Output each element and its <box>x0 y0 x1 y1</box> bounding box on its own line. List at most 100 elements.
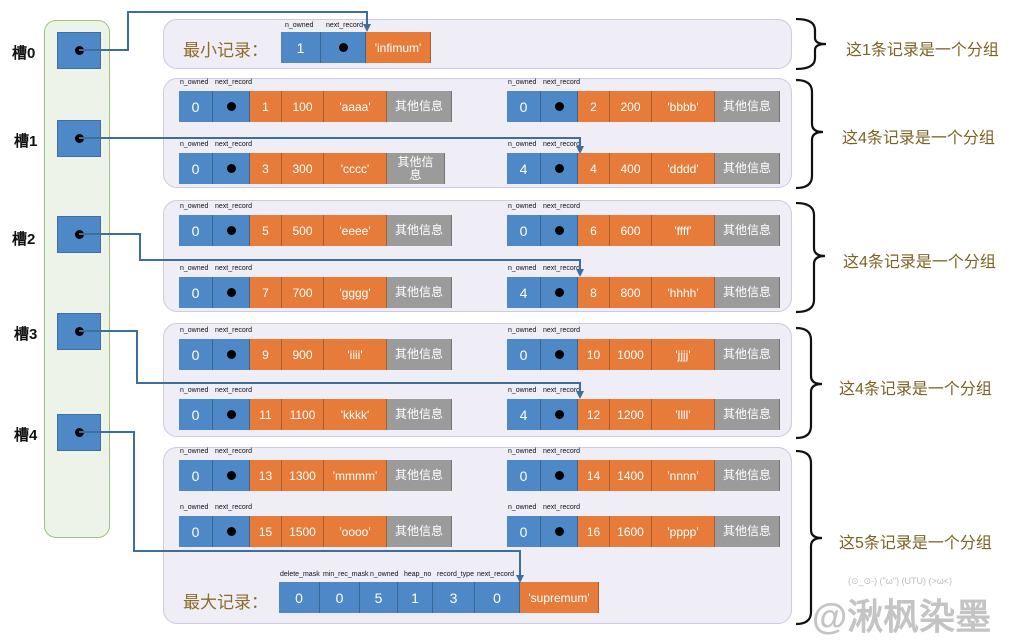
record-num-cell: 200 <box>610 91 652 122</box>
field-header-record-type: record_type <box>437 571 474 578</box>
record-id-cell: 3 <box>250 153 282 184</box>
record-num-cell: 1000 <box>610 339 652 370</box>
record-str-cell: 'cccc' <box>324 153 387 184</box>
next-record-cell <box>541 215 578 246</box>
group-braces <box>795 17 827 626</box>
other-info-cell: 其他信息 <box>387 277 452 308</box>
record-str-cell: 'pppp' <box>652 516 715 547</box>
group-0 <box>163 19 792 69</box>
next-record-cell <box>541 91 578 122</box>
group-label-3: 这4条记录是一个分组 <box>839 381 992 398</box>
other-info-cell: 其他信息 <box>387 215 452 246</box>
record-id-cell: 15 <box>250 516 282 547</box>
slot-label-0: 槽0 <box>12 45 36 62</box>
other-info-cell: 其他信息 <box>387 339 452 370</box>
field-header-n-owned: n_owned <box>508 203 537 210</box>
record-type-cell: 3 <box>433 582 475 613</box>
n-owned-cell: 0 <box>507 215 541 246</box>
group-label-1: 这4条记录是一个分组 <box>842 130 995 147</box>
n-owned-cell: 0 <box>179 277 213 308</box>
record-id-cell: 2 <box>578 91 610 122</box>
field-header-n-owned: n_owned <box>370 571 399 578</box>
record-num-cell: 800 <box>610 277 652 308</box>
pointer-dot-icon <box>554 410 564 419</box>
n-owned-cell: 0 <box>507 339 541 370</box>
n-owned-cell: 0 <box>179 516 213 547</box>
pointer-dot-icon <box>226 471 236 480</box>
next-record-cell <box>541 399 578 430</box>
record-num-cell: 1500 <box>282 516 324 547</box>
infimum-record[interactable]: 1 'infimum' <box>281 32 431 63</box>
record-str-cell: 'kkkk' <box>324 399 387 430</box>
field-header-n-owned: n_owned <box>508 141 537 148</box>
pointer-dot-icon <box>338 43 348 52</box>
next-record-cell <box>321 32 366 63</box>
field-header-next-record: next_record <box>326 22 363 29</box>
n-owned-cell: 4 <box>507 153 541 184</box>
n-owned-cell: 4 <box>507 399 541 430</box>
field-header-next-record: next_record <box>543 448 580 455</box>
other-info-cell: 其他信息 <box>387 153 445 184</box>
brace-icon <box>795 326 823 440</box>
n-owned-cell: 0 <box>179 460 213 491</box>
infimum-label: 最小记录： <box>183 41 268 60</box>
pointer-dot-icon <box>226 164 236 173</box>
record-num-cell: 1600 <box>610 516 652 547</box>
record-id-cell: 7 <box>250 277 282 308</box>
watermark-text: @湫枫染墨 <box>812 596 992 637</box>
brace-icon <box>795 78 824 190</box>
record-num-cell: 700 <box>282 277 324 308</box>
other-info-cell: 其他信息 <box>715 460 780 491</box>
n-owned-cell: 1 <box>281 32 321 63</box>
field-header-next-record: next_record <box>215 203 252 210</box>
group-label-2: 这4条记录是一个分组 <box>843 254 996 271</box>
record-num-cell: 1400 <box>610 460 652 491</box>
record-str-cell: 'nnnn' <box>652 460 715 491</box>
record-str-cell: 'eeee' <box>324 215 387 246</box>
field-header-n-owned: n_owned <box>508 504 537 511</box>
pointer-dot-icon <box>554 102 564 111</box>
field-header-n-owned: n_owned <box>180 79 209 86</box>
slot-1-pointer-arrow <box>79 137 584 154</box>
other-info-cell: 其他信息 <box>715 91 780 122</box>
record-num-cell: 500 <box>282 215 324 246</box>
field-header-next-record: next_record <box>215 265 252 272</box>
supremum-record[interactable]: 0 0 5 1 3 0 'supremum' <box>279 582 599 613</box>
n-owned-cell: 0 <box>179 91 213 122</box>
group-label-0: 这1条记录是一个分组 <box>846 42 999 59</box>
brace-icon <box>795 17 827 71</box>
next-record-cell <box>213 399 250 430</box>
pointer-dot-icon <box>554 164 564 173</box>
watermark-emoticons: (⊙_⊙-) ("ω") (UTU) (>ω<) <box>848 576 953 586</box>
record-str-cell: 'iiii' <box>324 339 387 370</box>
other-info-cell: 其他信息 <box>715 399 780 430</box>
record-num-cell: 100 <box>282 91 324 122</box>
next-record-cell <box>213 153 250 184</box>
next-record-cell <box>213 215 250 246</box>
pointer-dot-icon <box>226 527 236 536</box>
slot-label-2: 槽2 <box>12 231 36 248</box>
field-header-n-owned: n_owned <box>508 387 537 394</box>
record-id-cell: 11 <box>250 399 282 430</box>
delete-mask-cell: 0 <box>279 582 320 613</box>
field-header-heap-no: heap_no <box>404 571 432 578</box>
pointer-dot-icon <box>554 350 564 359</box>
field-header-n-owned: n_owned <box>180 327 209 334</box>
field-header-n-owned: n_owned <box>508 265 537 272</box>
